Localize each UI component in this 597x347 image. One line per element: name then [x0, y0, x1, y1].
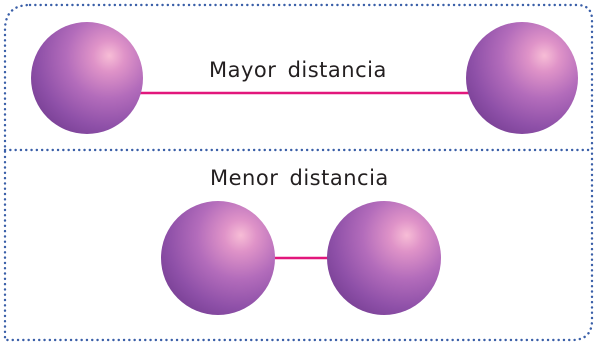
sphere-bottom-left — [161, 201, 275, 315]
outer-frame-border — [3, 3, 594, 342]
label-smaller-distance: Menor distancia — [210, 166, 389, 190]
sphere-bottom-right — [327, 201, 441, 315]
label-greater-distance: Mayor distancia — [209, 58, 387, 82]
sphere-top-left — [31, 22, 143, 134]
sphere-top-right — [466, 22, 578, 134]
